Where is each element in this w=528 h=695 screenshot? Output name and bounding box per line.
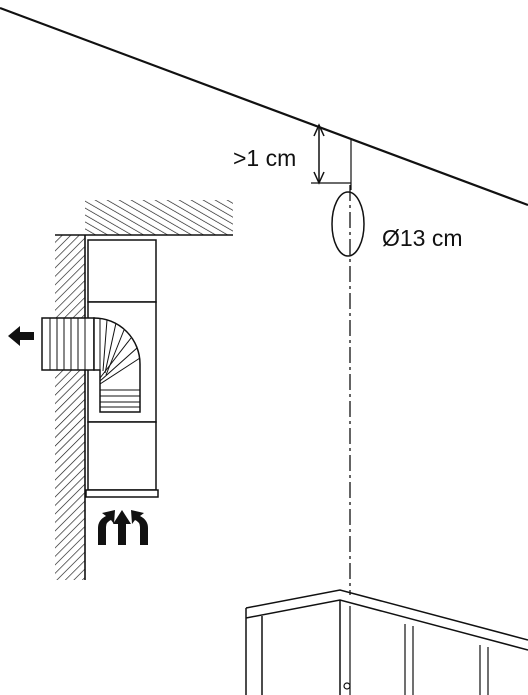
ribbed-elbow-duct-icon bbox=[41, 317, 141, 413]
clearance-label: >1 cm bbox=[233, 145, 296, 171]
wall-hatching bbox=[55, 235, 85, 580]
duct-diameter-label: Ø13 cm bbox=[382, 225, 463, 251]
ceiling-hatching bbox=[85, 200, 233, 235]
kitchen-cabinet bbox=[245, 589, 528, 695]
clearance-dimension: >1 cm bbox=[233, 123, 352, 190]
arrow-left-icon bbox=[8, 326, 34, 346]
sloped-ceiling-line bbox=[0, 6, 528, 207]
airflow-up-arrows-icon bbox=[98, 510, 148, 545]
duct-opening-circle bbox=[331, 191, 365, 257]
